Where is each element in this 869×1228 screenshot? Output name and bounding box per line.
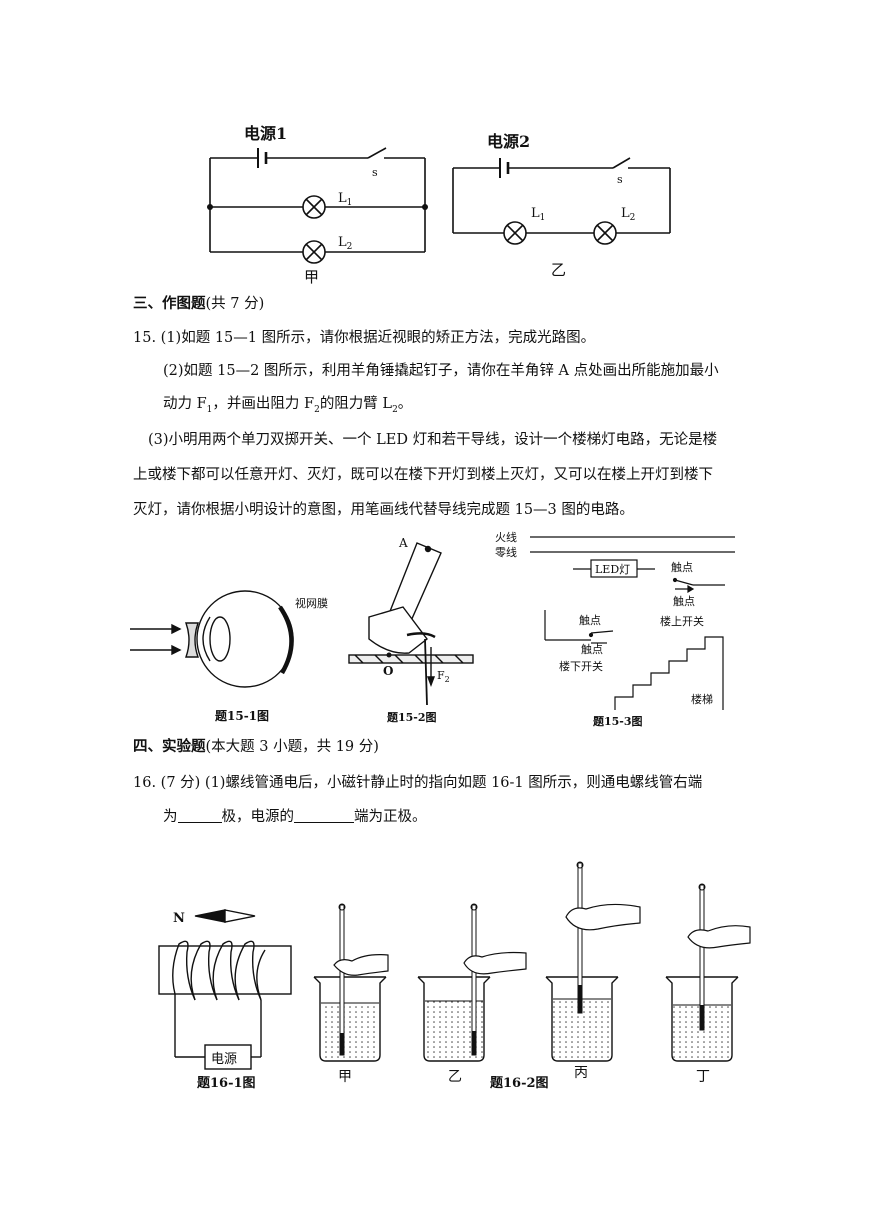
contact-label: 触点 <box>581 642 603 656</box>
q15-part1: 15. (1)如题 15—1 图所示，请你根据近视眼的矫正方法，完成光路图。 <box>133 330 596 346</box>
upstairs-switch-label: 楼上开关 <box>660 614 704 628</box>
figure-caption: 题16-1图 <box>197 1076 256 1091</box>
downstairs-switch-label: 楼下开关 <box>559 659 603 673</box>
led-label: LED灯 <box>595 563 630 576</box>
beaker-ding <box>665 883 751 1062</box>
neutral-wire-label: 零线 <box>495 545 517 559</box>
figure-caption: 乙 <box>551 261 566 279</box>
needle-n-label: N <box>173 911 185 926</box>
contact-label: 触点 <box>673 594 695 608</box>
q15-part3-line1: (3)小明用两个单刀双掷开关、一个 LED 灯和若干导线，设计一个楼梯灯电路，无… <box>148 432 718 448</box>
force-f2-label: F2 <box>437 669 450 684</box>
beaker-jia <box>313 903 389 1062</box>
live-wire-label: 火线 <box>495 530 517 544</box>
figure-15-1-eye: 视网膜 题15-1图 <box>130 590 328 723</box>
contact-label: 触点 <box>671 560 693 574</box>
q15-part3-line3: 灭灯，请你根据小明设计的意图，用笔画线代替导线完成题 15—3 图的电路。 <box>133 502 634 518</box>
stairs-label: 楼梯 <box>691 692 713 706</box>
point-o-label: O <box>383 664 393 678</box>
figure-caption: 题15-3图 <box>593 715 643 728</box>
source-label: 电源2 <box>487 132 530 151</box>
answer-blank[interactable] <box>177 808 222 823</box>
power-source-label: 电源 <box>211 1052 237 1067</box>
lamp1-label: L1 <box>338 191 352 208</box>
contact-label: 触点 <box>579 613 601 627</box>
lamp1-label: L1 <box>531 206 545 223</box>
q15-part2-line1: (2)如题 15—2 图所示，利用羊角锤撬起钉子，请你在羊角锌 A 点处画出所能… <box>163 363 719 379</box>
q15-part2-line2: 动力 F1，并画出阻力 F2的阻力臂 L2。 <box>163 396 413 415</box>
beaker-label-bing: 丙 <box>574 1065 588 1081</box>
figure-16-1-solenoid: N 电源 题16-1图 <box>158 909 292 1091</box>
figure-caption: 题16-2图 <box>490 1076 549 1091</box>
circuit-jia: 电源1 s L1 L2 甲 <box>207 124 428 286</box>
retina-label: 视网膜 <box>295 596 328 610</box>
circuit-yi: 电源2 s L1 L2 乙 <box>452 132 671 279</box>
q16-line2: 为极，电源的端为正极。 <box>163 808 427 825</box>
section-4-heading: 四、实验题(本大题 3 小题，共 19 分) <box>133 738 379 755</box>
figure-caption: 甲 <box>304 268 319 286</box>
beaker-label-jia: 甲 <box>338 1069 352 1085</box>
section-3-heading: 三、作图题(共 7 分) <box>133 295 265 312</box>
switch-label: s <box>617 173 623 186</box>
point-a-label: A <box>398 536 408 550</box>
beaker-yi <box>417 903 527 1062</box>
beaker-label-yi: 乙 <box>448 1069 462 1085</box>
answer-blank[interactable] <box>294 808 354 823</box>
figure-caption: 题15-2图 <box>387 711 437 724</box>
lamp2-label: L2 <box>621 206 635 223</box>
q16-line1: 16. (7 分) (1)螺线管通电后，小磁针静止时的指向如题 16-1 图所示… <box>133 775 703 791</box>
figure-15-2-hammer: A O F2 题15-2图 <box>348 536 474 724</box>
figure-caption: 题15-1图 <box>215 709 269 723</box>
switch-label: s <box>372 166 378 179</box>
lamp2-label: L2 <box>338 235 352 252</box>
source-label: 电源1 <box>244 124 287 143</box>
q15-part3-line2: 上或楼下都可以任意开灯、灭灯，既可以在楼下开灯到楼上灭灯，又可以在楼上开灯到楼下 <box>133 467 713 483</box>
figure-16-2-beakers: 甲 乙 丙 丁 题16-2图 <box>313 861 751 1091</box>
beaker-bing <box>545 861 641 1062</box>
beaker-label-ding: 丁 <box>696 1069 710 1085</box>
figure-15-3-stairs: 火线 零线 LED灯 触点 触点 楼上开关 触点 触点 楼下开关 楼梯 题15-… <box>495 530 735 728</box>
